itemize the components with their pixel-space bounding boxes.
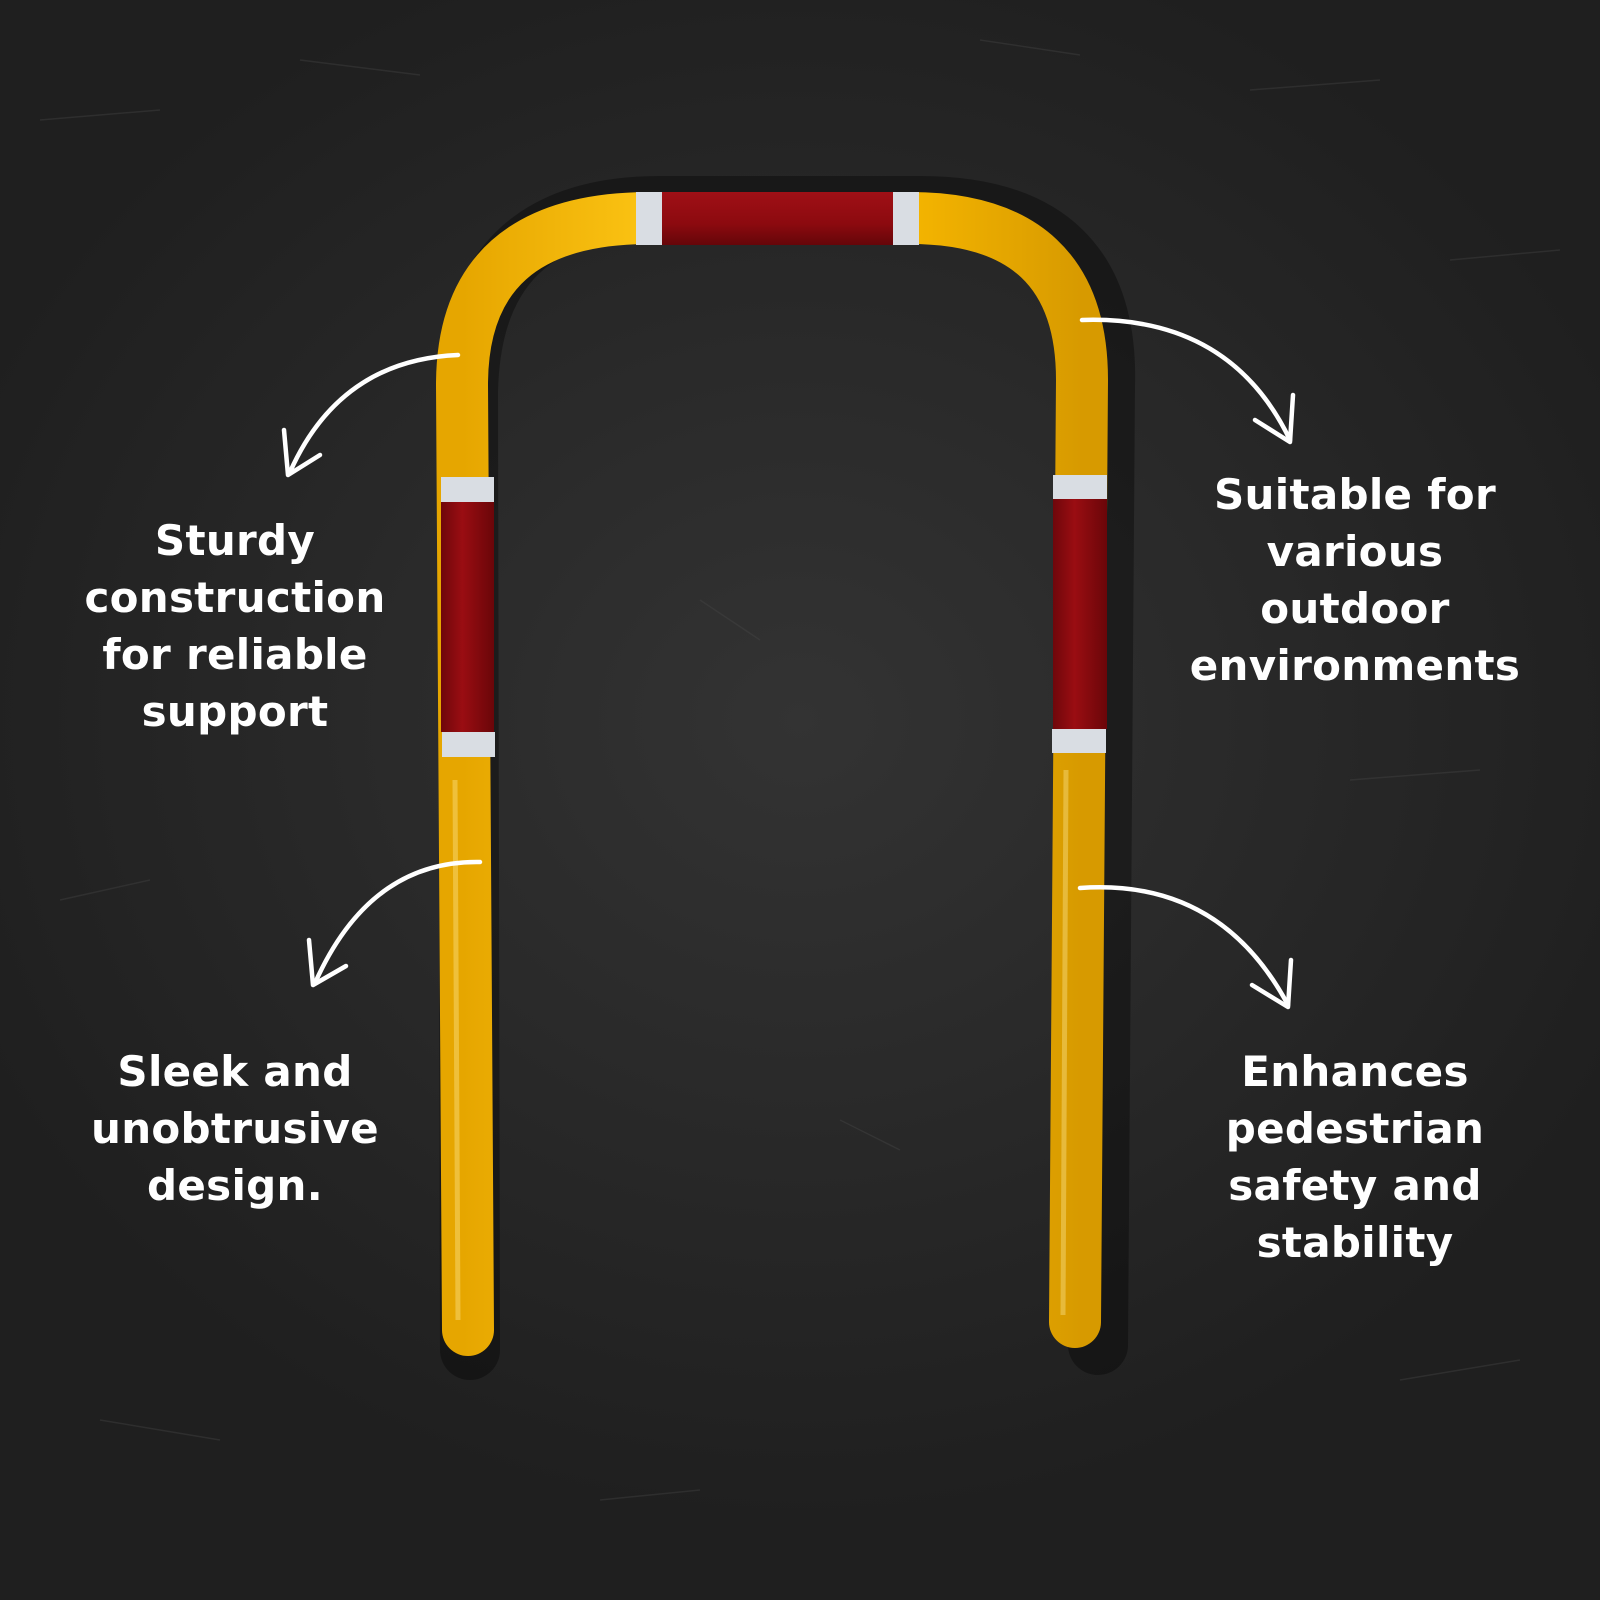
feature-text-line: support: [141, 687, 329, 736]
feature-text-line: pedestrian: [1225, 1104, 1485, 1153]
feature-text-line: Sleek and: [117, 1047, 353, 1096]
feature-sleek-design: Sleek and unobtrusive design.: [70, 1043, 400, 1214]
feature-outdoor-suitability: Suitable for various outdoor environment…: [1160, 466, 1550, 694]
feature-text-line: various: [1266, 527, 1444, 576]
feature-text-line: outdoor: [1260, 584, 1450, 633]
top-left-reflective-band: [636, 192, 662, 245]
feature-text-line: Enhances: [1241, 1047, 1469, 1096]
left-leg-highlight: [452, 779, 461, 1321]
right-upper-reflective-band: [1053, 475, 1107, 499]
feature-text-line: construction: [84, 573, 386, 622]
bar-shadow: [437, 176, 1136, 1380]
left-upper-reflective-band: [441, 477, 494, 502]
yellow-hoop-bar: [435, 192, 1109, 1356]
feature-text-line: Sturdy: [154, 516, 316, 565]
left-red-band: [441, 502, 494, 732]
feature-text-line: stability: [1256, 1218, 1454, 1267]
feature-text-line: Suitable for: [1214, 470, 1496, 519]
left-lower-reflective-band: [442, 732, 495, 757]
feature-text-line: safety and: [1228, 1161, 1482, 1210]
right-lower-reflective-band: [1052, 729, 1106, 753]
top-red-band: [660, 192, 895, 245]
feature-text-line: environments: [1189, 641, 1521, 690]
feature-text-line: design.: [147, 1161, 323, 1210]
top-right-reflective-band: [893, 192, 919, 245]
feature-text-line: for reliable: [102, 630, 368, 679]
right-red-band: [1053, 499, 1107, 729]
right-leg-highlight: [1060, 769, 1069, 1316]
feature-sturdy-construction: Sturdy construction for reliable support: [70, 512, 400, 740]
feature-pedestrian-safety: Enhances pedestrian safety and stability: [1180, 1043, 1530, 1271]
feature-text-line: unobtrusive: [91, 1104, 379, 1153]
